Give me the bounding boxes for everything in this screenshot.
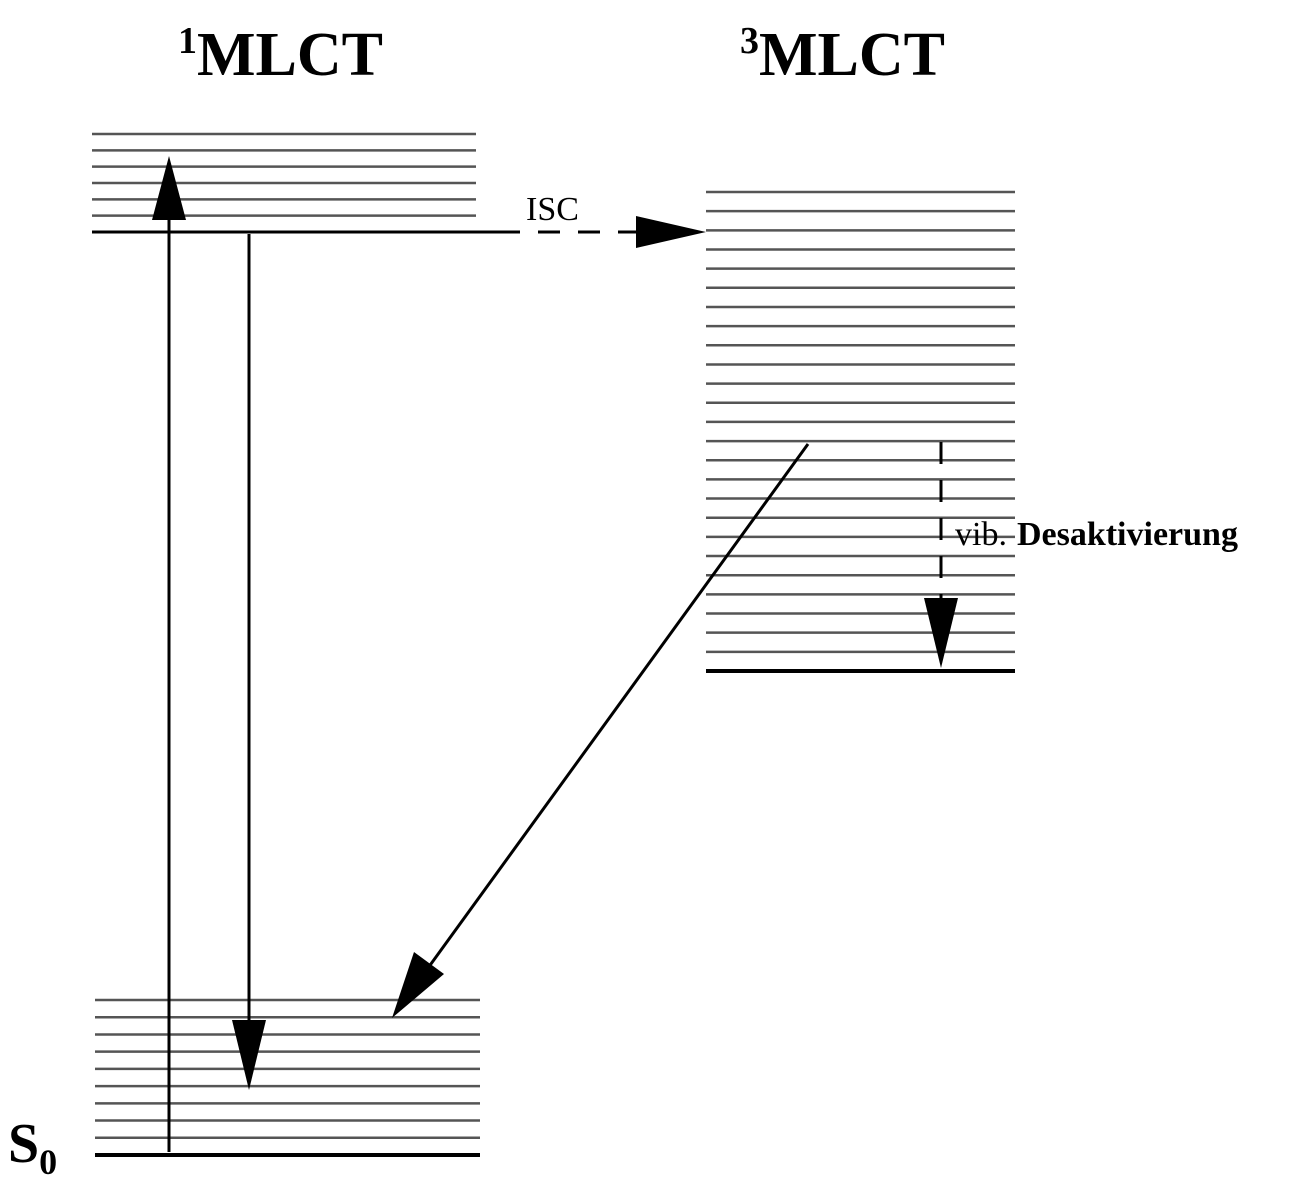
isc-arrowhead: [636, 216, 706, 248]
fluorescence-arrowhead: [232, 1020, 266, 1090]
isc-label: ISC: [526, 191, 579, 228]
triplet-vibrational-levels: [706, 190, 1015, 654]
singlet-vibrational-levels: [92, 132, 476, 217]
ground-state-label: S0: [8, 1113, 57, 1182]
ground-vibrational-levels: [95, 998, 480, 1140]
absorption-arrowhead: [152, 156, 186, 220]
phosphorescence-arrowhead: [392, 952, 444, 1018]
triplet-state-label: 3MLCT: [740, 20, 945, 89]
singlet-state-label: 1MLCT: [178, 20, 383, 89]
vib-arrowhead: [924, 598, 958, 668]
phosphorescence-arrow-shaft: [426, 443, 810, 969]
vib-deactivation-label: vib.Desaktivierung: [955, 516, 1238, 553]
